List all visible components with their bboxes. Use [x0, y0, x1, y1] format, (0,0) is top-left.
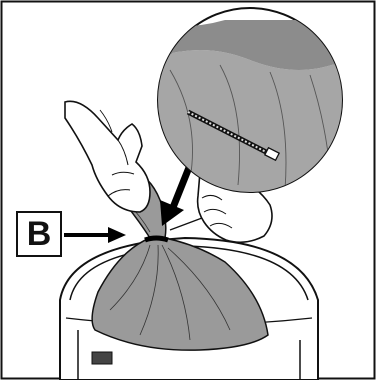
hand-icon	[65, 101, 150, 212]
zoom-detail	[150, 8, 345, 200]
callout-label-b: B	[16, 211, 62, 257]
arrow-icon	[108, 227, 126, 243]
